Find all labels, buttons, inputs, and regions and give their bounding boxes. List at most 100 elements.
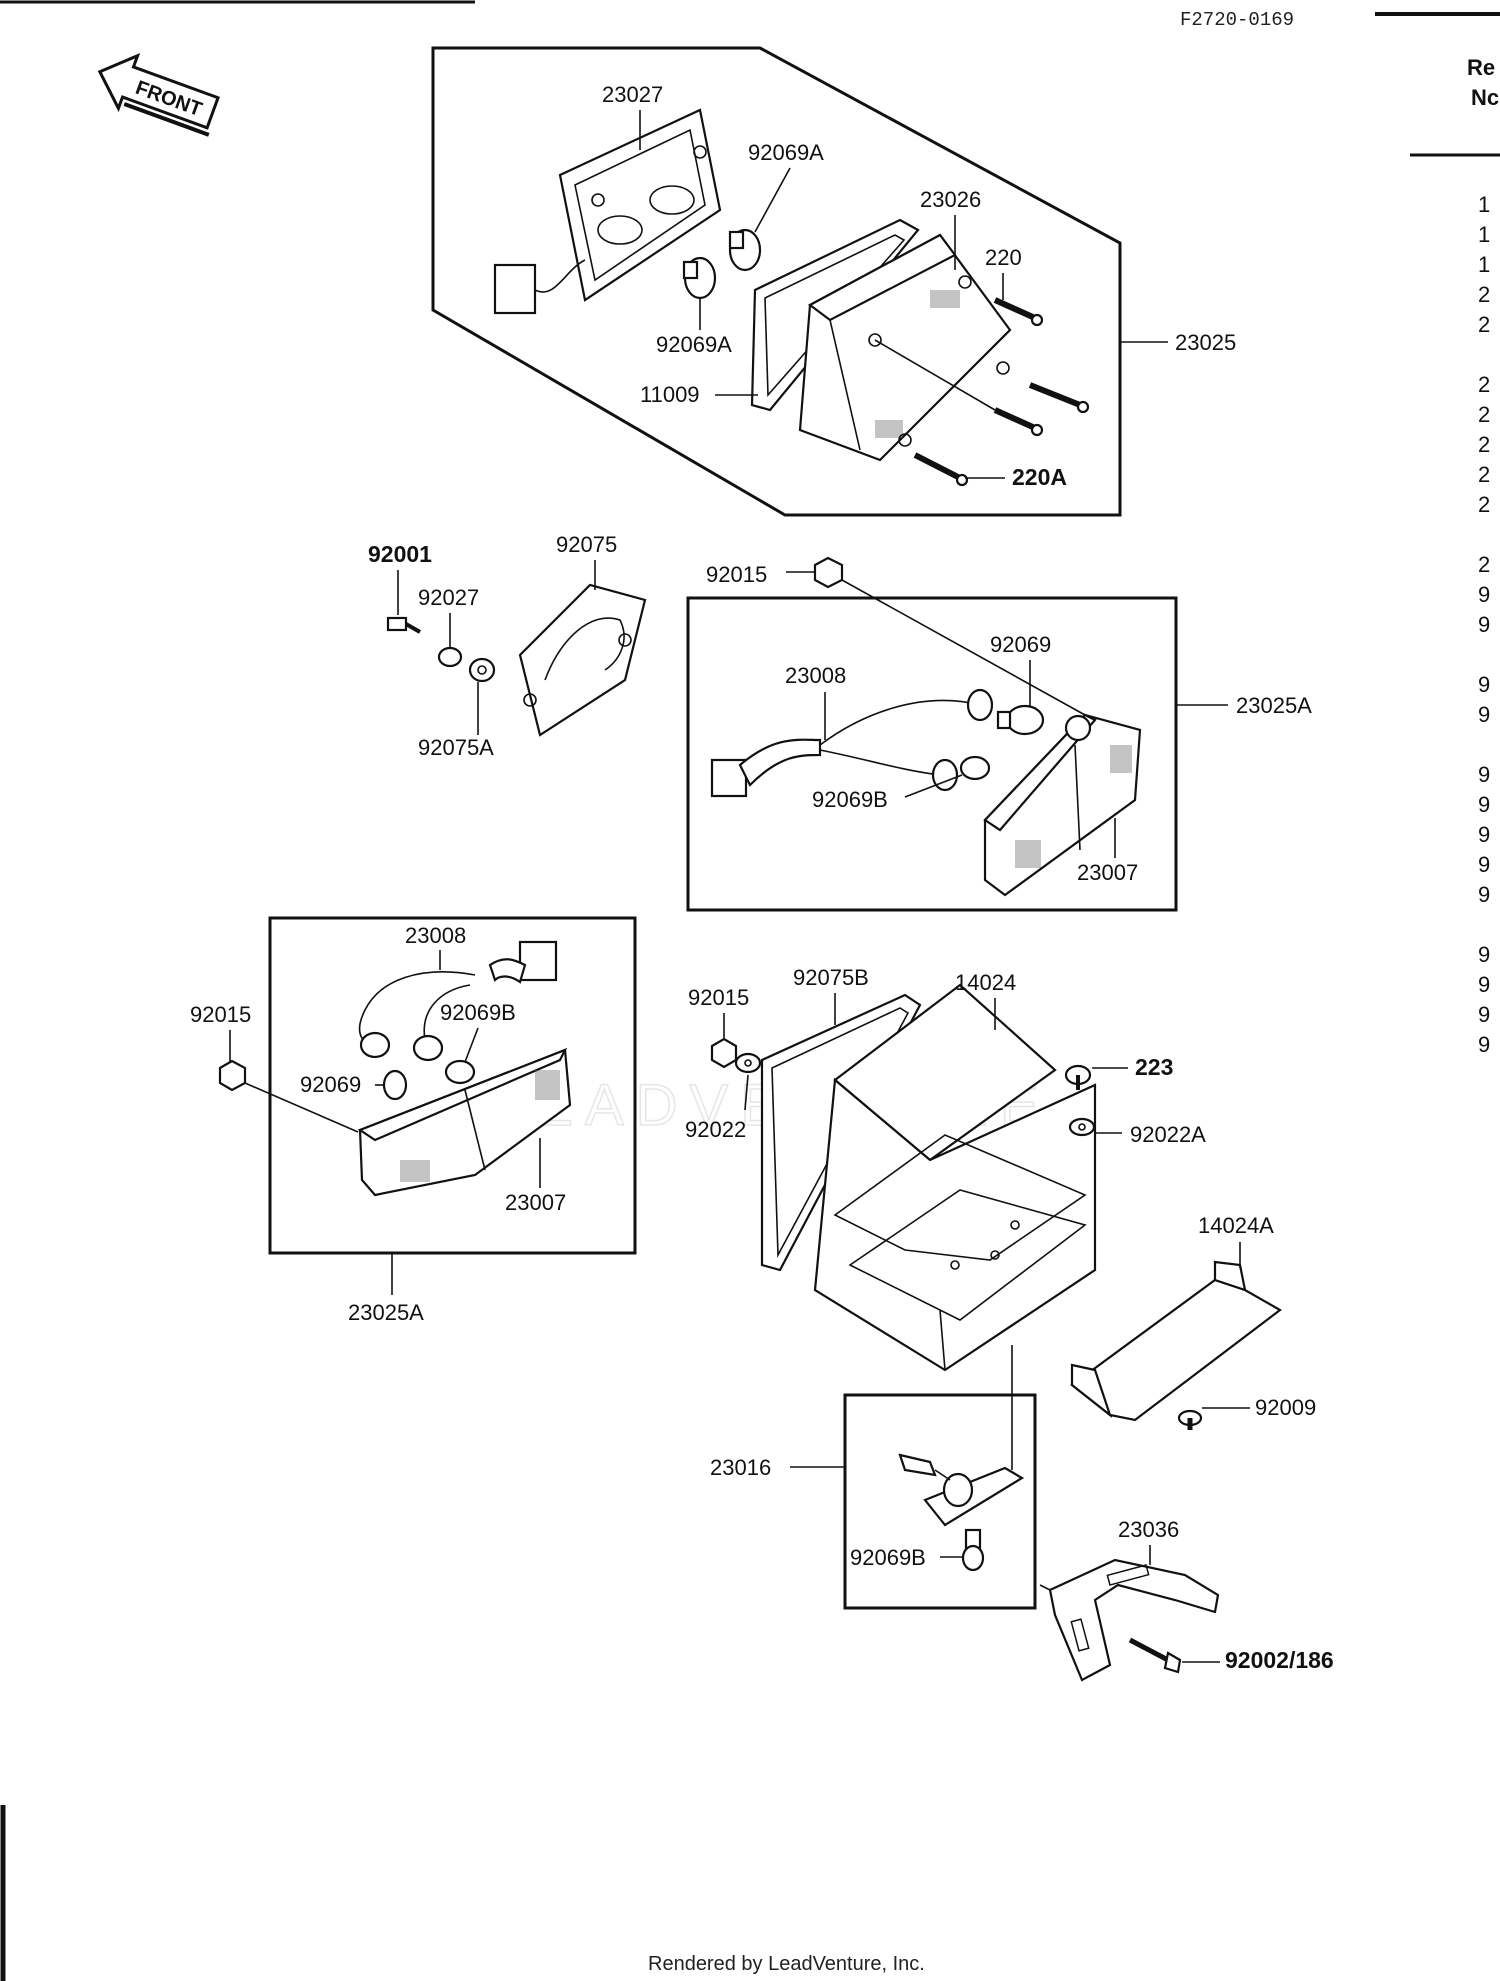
callout-92015-top: 92015 xyxy=(706,562,767,587)
callout-23025: 23025 xyxy=(1175,330,1236,355)
callout-92075B: 92075B xyxy=(793,965,869,990)
callout-14024A: 14024A xyxy=(1198,1213,1274,1238)
column-row: 9 xyxy=(1478,822,1490,847)
column-row: 2 xyxy=(1478,282,1490,307)
column-row: 9 xyxy=(1478,1032,1490,1057)
column-row: 9 xyxy=(1478,762,1490,787)
callout-223: 223 xyxy=(1135,1054,1173,1080)
part-92027-collar xyxy=(437,646,463,668)
assembly-box-23025 xyxy=(431,46,1122,517)
column-row: 9 xyxy=(1478,582,1490,607)
part-23027-base-plate xyxy=(493,108,722,315)
callout-23025A-left: 23025A xyxy=(348,1300,424,1325)
column-row: 9 xyxy=(1478,852,1490,877)
washer-92022 xyxy=(734,1052,762,1074)
callout-14024: 14024 xyxy=(955,970,1016,995)
column-row: 2 xyxy=(1478,552,1490,577)
column-header-2: Nc xyxy=(1471,85,1499,110)
bolt-92002-186 xyxy=(1128,1637,1182,1674)
part-23007-lamp-right xyxy=(983,713,1142,897)
nut-92015-left xyxy=(218,1059,359,1133)
callout-23007-right: 23007 xyxy=(1077,860,1138,885)
callout-23008-right: 23008 xyxy=(785,663,846,688)
callout-92069B-left: 92069B xyxy=(440,1000,516,1025)
bulb-92069A-upper xyxy=(728,228,762,272)
column-row: 2 xyxy=(1478,372,1490,397)
part-14024A-cover xyxy=(1070,1260,1282,1422)
figure-code: F2720-0169 xyxy=(1180,9,1294,31)
callout-92075A: 92075A xyxy=(418,735,494,760)
callout-92022A: 92022A xyxy=(1130,1122,1206,1147)
nut-92015-top xyxy=(813,556,1086,716)
column-row: 1 xyxy=(1478,252,1490,277)
column-row: 9 xyxy=(1478,882,1490,907)
part-23008-harness-left xyxy=(358,940,558,1062)
column-row: 2 xyxy=(1478,492,1490,517)
column-row: 2 xyxy=(1478,432,1490,457)
screw-92009 xyxy=(1177,1409,1203,1430)
part-14024-housing xyxy=(813,983,1097,1372)
callout-92022: 92022 xyxy=(685,1117,746,1142)
gasket-inner xyxy=(764,234,906,398)
column-row: 2 xyxy=(1478,402,1490,427)
callout-92069B-right: 92069B xyxy=(812,787,888,812)
part-23016-socket xyxy=(898,1453,1025,1527)
callout-92069A-top: 92069A xyxy=(748,140,824,165)
part-23008-harness-right xyxy=(710,688,994,798)
part-92001-bolt xyxy=(386,616,421,634)
column-row: 9 xyxy=(1478,972,1490,997)
callout-23026: 23026 xyxy=(920,187,981,212)
column-row: 9 xyxy=(1478,942,1490,967)
callout-92015-middle: 92015 xyxy=(688,985,749,1010)
reference-column: Re Nc 1 1 1 2 2 2 2 2 2 2 2 9 9 9 9 9 9 … xyxy=(1467,55,1499,1057)
column-row: 9 xyxy=(1478,792,1490,817)
callout-92015-left: 92015 xyxy=(190,1002,251,1027)
callout-92069-right: 92069 xyxy=(990,632,1051,657)
callout-92075: 92075 xyxy=(556,532,617,557)
bulb-92069-right xyxy=(996,704,1045,736)
callout-92027: 92027 xyxy=(418,585,479,610)
bulb-92069-left xyxy=(382,1069,408,1101)
bulb-92069A-lower xyxy=(682,256,717,300)
washer-92022A xyxy=(1068,1117,1096,1137)
screws-220 xyxy=(874,297,1090,487)
assembly-box-23025A-right xyxy=(686,596,1178,912)
front-arrow-icon: FRONT xyxy=(97,52,220,137)
column-row: 2 xyxy=(1478,462,1490,487)
callout-23027: 23027 xyxy=(602,82,663,107)
bulb-92069B-right xyxy=(959,755,991,781)
callout-23008-left: 23008 xyxy=(405,923,466,948)
callout-92001: 92001 xyxy=(368,541,432,567)
column-row: 2 xyxy=(1478,312,1490,337)
column-row: 9 xyxy=(1478,612,1490,637)
column-header-1: Re xyxy=(1467,55,1495,80)
column-row: 9 xyxy=(1478,702,1490,727)
part-92075-bracket xyxy=(518,583,647,737)
callout-92069A-low: 92069A xyxy=(656,332,732,357)
assembly-box-23016 xyxy=(843,1393,1037,1610)
callout-92069B-bottom: 92069B xyxy=(850,1545,926,1570)
column-row: 9 xyxy=(1478,672,1490,697)
part-23036-bracket xyxy=(1039,1558,1220,1682)
part-92075A-grommet xyxy=(468,657,496,683)
callout-220: 220 xyxy=(985,245,1022,270)
nut-92015-middle xyxy=(710,1037,738,1069)
callout-23007-left: 23007 xyxy=(505,1190,566,1215)
callout-220A: 220A xyxy=(1012,464,1067,490)
callout-11009: 11009 xyxy=(640,382,700,407)
column-row: 9 xyxy=(1478,1002,1490,1027)
callout-92009: 92009 xyxy=(1255,1395,1316,1420)
column-row: 1 xyxy=(1478,222,1490,247)
callout-23025A-right: 23025A xyxy=(1236,693,1312,718)
callout-92002-186: 92002/186 xyxy=(1225,1647,1334,1673)
assembly-box-23025A-left xyxy=(268,916,637,1255)
callout-23016: 23016 xyxy=(710,1455,771,1480)
callout-23036: 23036 xyxy=(1118,1517,1179,1542)
column-row: 1 xyxy=(1478,192,1490,217)
footer-credit: Rendered by LeadVenture, Inc. xyxy=(648,1953,925,1975)
screw-223 xyxy=(1064,1064,1092,1090)
part-23007-lamp-left xyxy=(357,1047,572,1197)
bulb-92069B-left xyxy=(444,1059,476,1085)
bulb-92069B-bottom xyxy=(961,1528,985,1572)
